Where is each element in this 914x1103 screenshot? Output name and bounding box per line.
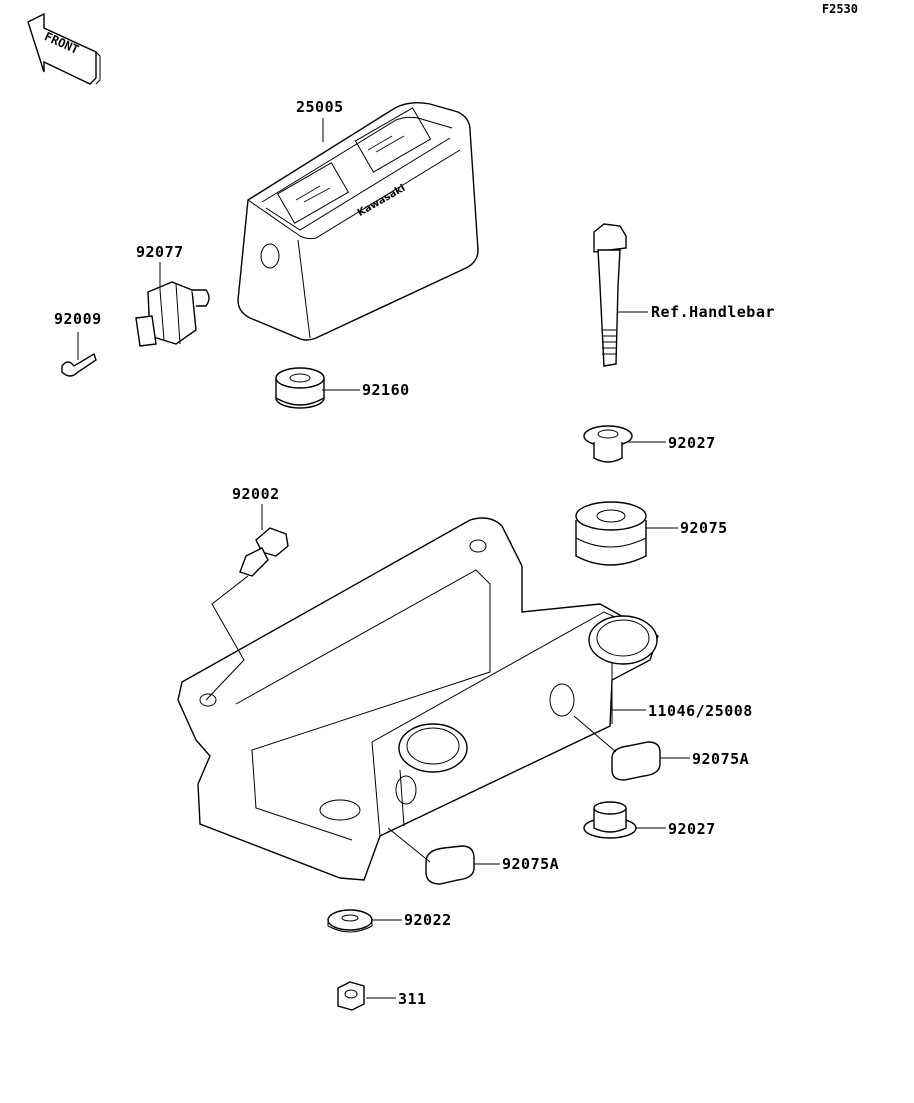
- collar-92027-lower: [583, 801, 637, 839]
- pad-92075A-upper: [611, 741, 661, 781]
- part-label: 92022: [404, 911, 452, 929]
- part-label: 92160: [362, 381, 410, 399]
- part-label: 92027: [668, 820, 716, 838]
- gear-92077: [135, 281, 210, 347]
- part-label: 92009: [54, 310, 102, 328]
- collar-92027-upper: [583, 425, 633, 463]
- bracket-11046-25008: [177, 517, 659, 881]
- meter-case-25005: Kawasaki: [237, 101, 479, 341]
- nut-311: [337, 981, 365, 1011]
- leader-lines: [77, 118, 690, 999]
- part-label: 92077: [136, 243, 184, 261]
- grommet-92160: [275, 367, 325, 409]
- part-label: 11046/25008: [648, 702, 753, 720]
- part-label: 92075A: [692, 750, 750, 768]
- part-label: 92075A: [502, 855, 560, 873]
- front-arrow-icon: FRONT: [27, 12, 101, 85]
- washer-92022: [327, 909, 373, 933]
- handlebar-bolt: [593, 223, 627, 367]
- figure-code: F2530: [821, 2, 858, 16]
- pad-92075A-lower: [425, 845, 475, 885]
- part-label: 25005: [296, 98, 344, 116]
- grommet-92075: [575, 501, 647, 566]
- part-label: Ref.Handlebar: [651, 303, 775, 321]
- part-label: 92002: [232, 485, 280, 503]
- part-label: 311: [398, 990, 427, 1008]
- bolt-92002: [239, 527, 289, 577]
- screw-92009: [61, 352, 97, 377]
- part-label: 92027: [668, 434, 716, 452]
- part-label: 92075: [680, 519, 728, 537]
